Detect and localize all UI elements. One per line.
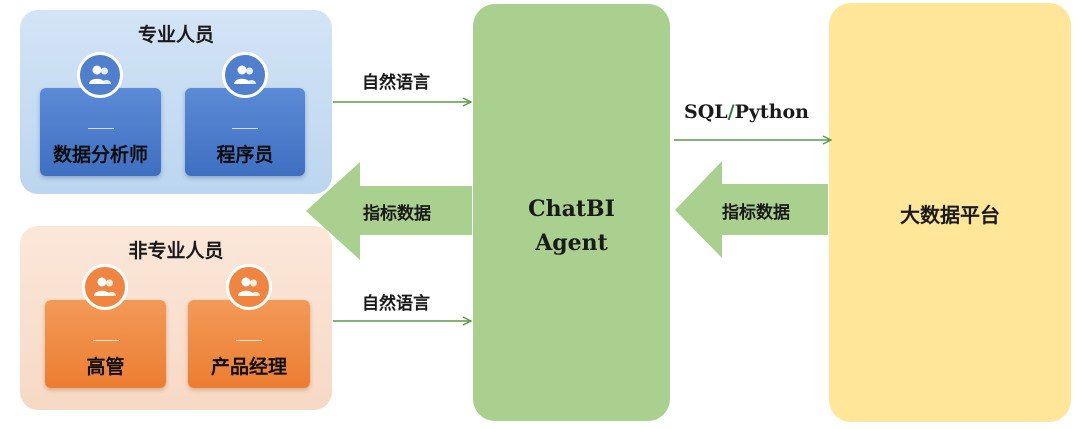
professional-group-title: 专业人员 [137,24,214,46]
agent-label-line2: Agent [535,230,608,256]
metrics-label-left: 指标数据 [363,204,431,224]
metrics-label-right: 指标数据 [722,203,790,223]
platform-label: 大数据平台 [900,203,1000,227]
big-data-platform-box: 大数据平台 [829,3,1071,422]
card-divider [236,340,262,341]
role-label-product-manager: 产品经理 [210,356,287,378]
role-card-data-analyst: 数据分析师 [40,88,161,176]
metrics-arrow-left [306,162,472,260]
nl-label-top: 自然语言 [362,73,430,93]
role-label-data-analyst: 数据分析师 [52,144,148,166]
role-card-programmer: 程序员 [185,88,305,176]
role-label-executive: 高管 [86,356,125,378]
role-card-executive: 高管 [45,300,166,388]
users-icon [226,264,272,310]
metrics-arrow-right [675,161,828,258]
chatbi-agent-box: ChatBI Agent [473,4,670,421]
agent-label-line1: ChatBI [528,196,615,222]
card-divider [232,128,258,129]
non-professional-group-title: 非专业人员 [128,240,224,262]
professional-group-panel: 专业人员 数据分析师 程序员 [20,10,332,194]
role-card-product-manager: 产品经理 [188,300,310,388]
sql-python-label: SQL/Python [684,101,809,123]
nl-label-bottom: 自然语言 [362,294,430,314]
sql-slash: / [727,101,735,123]
python-text: Python [734,101,809,123]
users-icon [77,52,123,98]
sql-text: SQL [684,101,728,123]
card-divider [87,128,114,129]
users-icon [222,52,268,98]
role-label-programmer: 程序员 [216,144,274,166]
users-icon [82,264,128,310]
non-professional-group-panel: 非专业人员 高管 产品经理 [20,226,332,410]
agent-label: ChatBI Agent [473,192,670,260]
card-divider [92,340,119,341]
